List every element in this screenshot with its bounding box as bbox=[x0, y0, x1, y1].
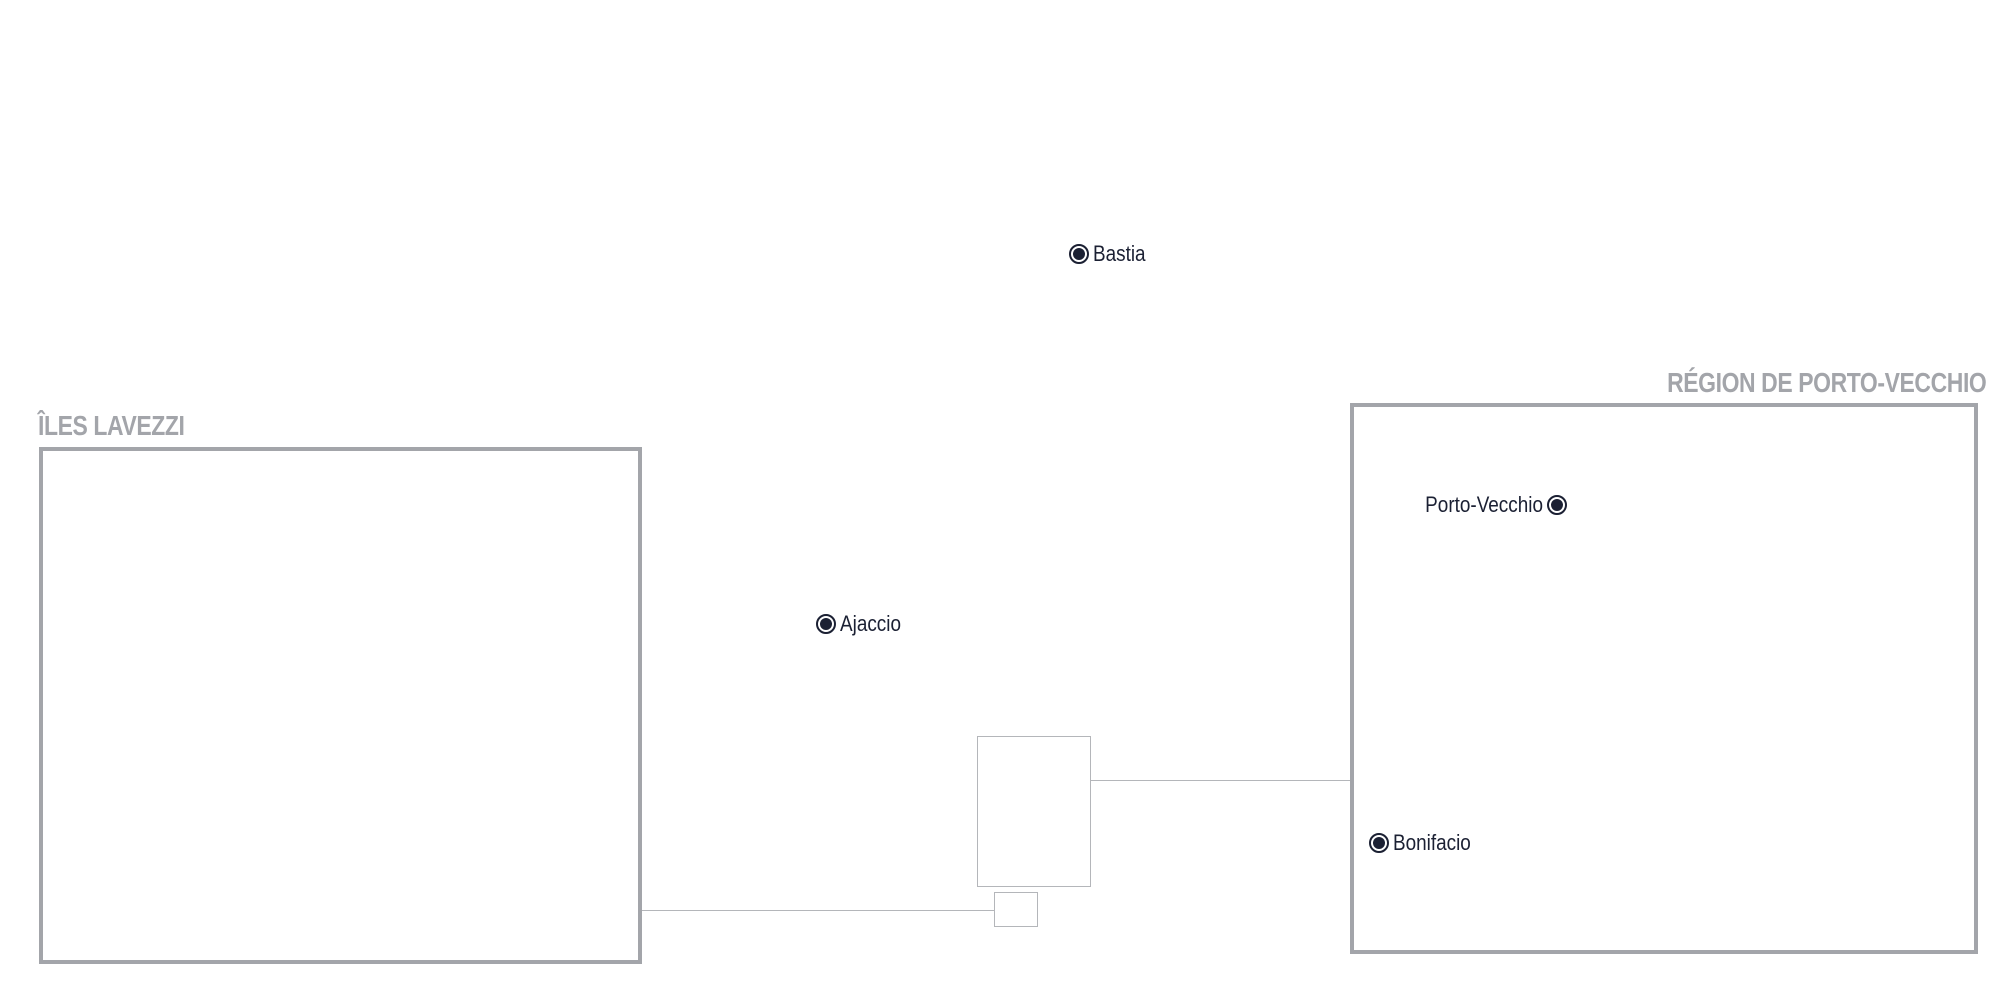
inset-frame-lavezzi bbox=[39, 447, 642, 964]
inset-title-lavezzi: ÎLES LAVEZZI bbox=[38, 410, 185, 441]
city-label-bastia: Bastia bbox=[1093, 241, 1146, 266]
inset-title-porto-vecchio: RÉGION DE PORTO-VECCHIO bbox=[1666, 367, 1987, 398]
inset-frame-porto-vecchio bbox=[1350, 403, 1978, 954]
leader-line-lavezzi bbox=[642, 910, 995, 911]
city-marker-icon bbox=[1369, 833, 1389, 853]
city-porto-vecchio[interactable]: Porto-Vecchio bbox=[1406, 492, 1567, 518]
city-label-porto-vecchio: Porto-Vecchio bbox=[1425, 492, 1543, 517]
locator-box-lavezzi bbox=[994, 892, 1038, 927]
city-label-bonifacio: Bonifacio bbox=[1393, 830, 1471, 855]
locator-box-porto-vecchio bbox=[977, 736, 1091, 887]
city-marker-icon bbox=[1546, 495, 1567, 515]
city-marker-icon bbox=[816, 614, 836, 634]
city-bastia[interactable]: Bastia bbox=[1069, 241, 1154, 267]
city-label-ajaccio: Ajaccio bbox=[840, 611, 901, 636]
city-ajaccio[interactable]: Ajaccio bbox=[816, 611, 911, 637]
city-bonifacio[interactable]: Bonifacio bbox=[1369, 830, 1484, 856]
city-marker-icon bbox=[1069, 244, 1089, 264]
leader-line-porto-vecchio bbox=[1091, 780, 1350, 781]
